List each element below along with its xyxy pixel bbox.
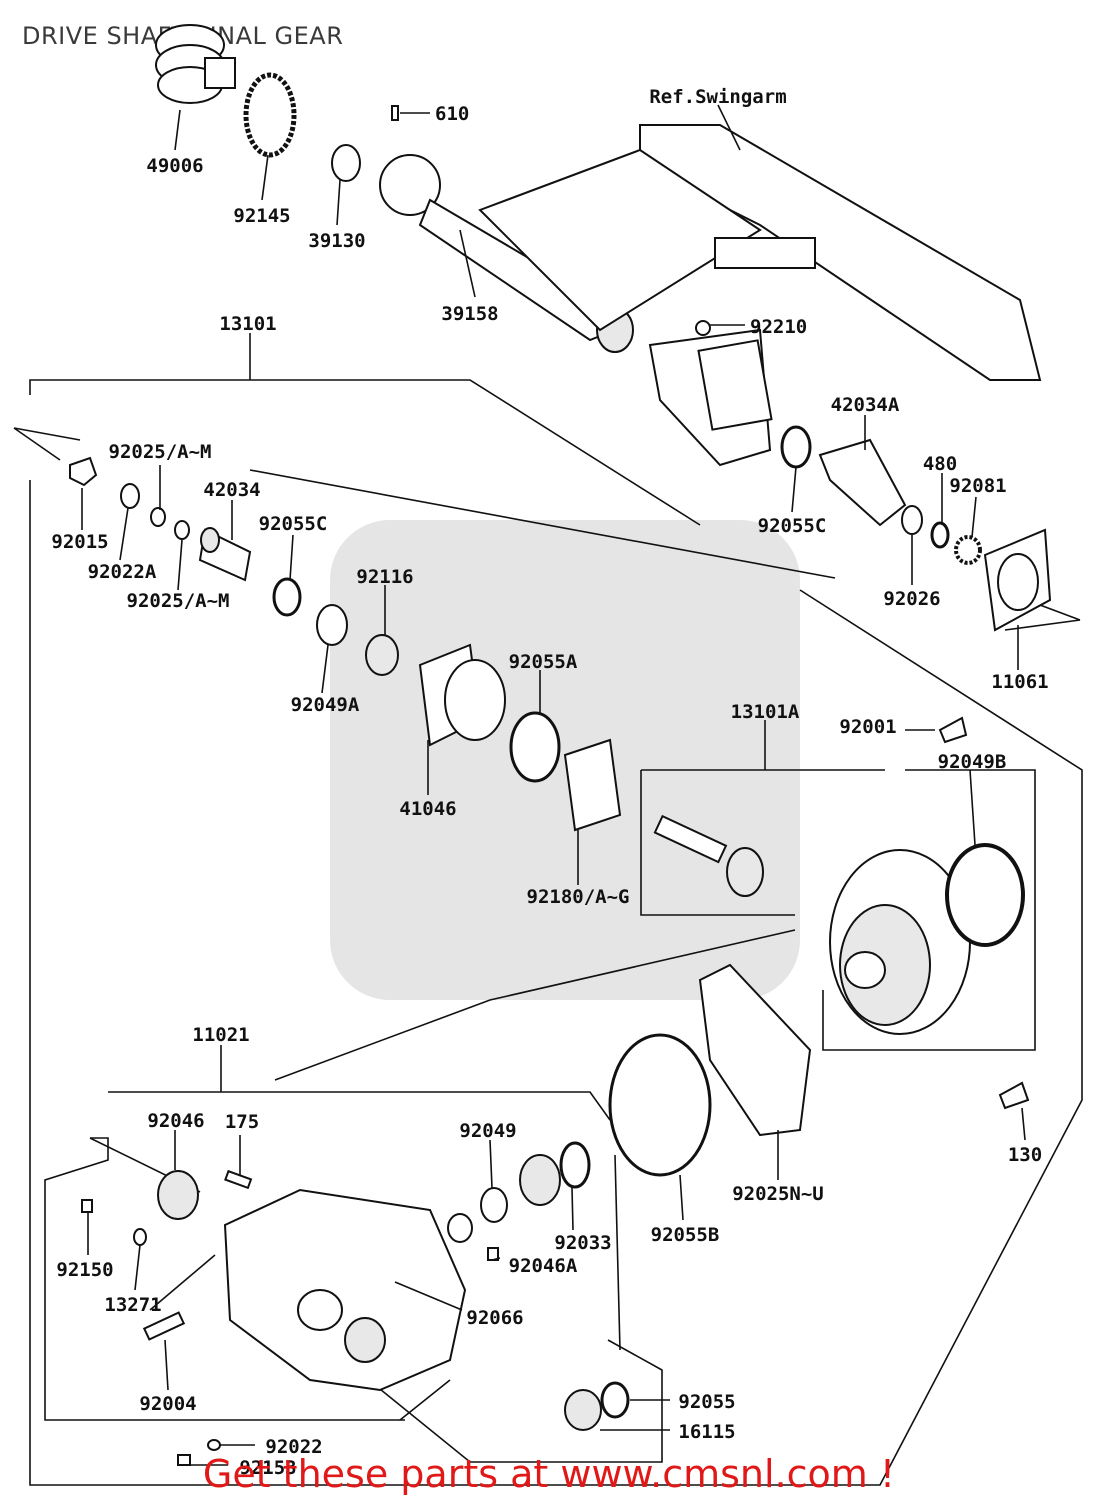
label-92153: 92153	[239, 1457, 296, 1479]
part-seal-92049	[480, 1187, 508, 1223]
part-oring-92055C-left	[272, 577, 302, 617]
label-92049: 92049	[459, 1120, 516, 1142]
label-130: 130	[1008, 1144, 1042, 1166]
part-ring-39130	[331, 144, 361, 182]
part-sleeve-42034A	[818, 438, 907, 527]
label-92055B: 92055B	[651, 1224, 720, 1246]
label-92025AM-bottom: 92025/A~M	[127, 590, 230, 612]
label-39130: 39130	[308, 230, 365, 252]
label-92001: 92001	[839, 716, 896, 738]
part-boot-49006	[155, 24, 236, 104]
label-92049A: 92049A	[291, 694, 360, 716]
label-11021: 11021	[192, 1024, 249, 1046]
part-ring-gear	[829, 849, 971, 1035]
part-spring-92081	[954, 535, 982, 565]
part-pinion-13101A	[653, 814, 764, 897]
ref-label: Ref.Swingarm	[649, 86, 786, 108]
part-bearing-92116	[365, 634, 399, 676]
part-bolt-92153	[177, 1454, 191, 1466]
part-bearing-92033	[519, 1154, 561, 1206]
label-92116: 92116	[356, 566, 413, 588]
part-shim-92025AM-top	[150, 507, 166, 527]
label-42034A: 42034A	[831, 394, 900, 416]
part-seal-92049B	[945, 843, 1025, 947]
part-bearing-92046	[157, 1170, 199, 1220]
label-92046A: 92046A	[509, 1255, 578, 1277]
label-92022A: 92022A	[88, 561, 157, 583]
part-gasket-92025NU	[698, 963, 812, 1137]
leader-lines	[81, 104, 1026, 1466]
label-42034: 42034	[203, 479, 260, 501]
label-92055A: 92055A	[509, 651, 578, 673]
label-92025AM-top: 92025/A~M	[109, 441, 212, 463]
label-610: 610	[435, 103, 469, 125]
part-seal-92049A	[316, 604, 348, 646]
label-480: 480	[923, 453, 957, 475]
label-92004: 92004	[139, 1393, 196, 1415]
part-oring-92055	[600, 1381, 630, 1419]
label-13101A: 13101A	[731, 701, 800, 723]
part-shim-92025AM-bottom	[174, 520, 190, 540]
part-stud-92004	[142, 1311, 186, 1341]
part-oring-92055C-right	[780, 425, 812, 469]
part-shim-plate-92180AG	[563, 738, 622, 832]
label-92055C-right: 92055C	[758, 515, 827, 537]
part-circlip-480	[930, 521, 950, 549]
label-92026: 92026	[883, 588, 940, 610]
label-175: 175	[225, 1111, 259, 1133]
part-oring-92055B	[608, 1033, 712, 1177]
part-washer-92026	[901, 505, 923, 535]
part-bolt-92150	[81, 1199, 93, 1213]
label-41046: 41046	[399, 798, 456, 820]
label-92081: 92081	[949, 475, 1006, 497]
part-labels: Ref.Swingarm 49006 92145 39130 610 39158…	[51, 86, 1048, 1479]
part-stud-175	[224, 1169, 253, 1190]
label-92180AG: 92180/A~G	[527, 886, 630, 908]
label-92025NU: 92025N~U	[732, 1183, 824, 1205]
part-collar-92046A	[447, 1213, 473, 1243]
label-13271: 13271	[104, 1294, 161, 1316]
label-92022: 92022	[265, 1436, 322, 1458]
label-92066: 92066	[466, 1307, 523, 1329]
part-bolt-130	[998, 1081, 1030, 1110]
label-92033: 92033	[554, 1232, 611, 1254]
part-bolt-92001	[938, 716, 968, 744]
label-92210: 92210	[750, 316, 807, 338]
label-13101: 13101	[219, 313, 276, 335]
label-92015: 92015	[51, 531, 108, 553]
label-11061: 11061	[991, 671, 1048, 693]
label-49006: 49006	[146, 155, 203, 177]
part-case-11021	[223, 1188, 467, 1392]
label-92055C-left: 92055C	[259, 513, 328, 535]
label-92150: 92150	[56, 1259, 113, 1281]
label-16115: 16115	[678, 1421, 735, 1443]
label-92049B: 92049B	[938, 751, 1007, 773]
part-nut-92015	[69, 456, 98, 487]
label-92145: 92145	[233, 205, 290, 227]
part-housing-41046	[418, 643, 506, 747]
label-92055: 92055	[678, 1391, 735, 1413]
part-cap-16115	[564, 1389, 602, 1431]
part-swingarm-reference	[478, 124, 1042, 467]
part-spring-92145	[243, 72, 297, 158]
part-driveshaft-39158	[379, 105, 634, 353]
part-circlip-92033	[559, 1141, 591, 1189]
part-washer-92022A	[120, 483, 140, 509]
part-coupling-42034	[198, 527, 252, 582]
label-39158: 39158	[441, 303, 498, 325]
footer-link-text[interactable]: Get these parts at www.cmsnl.com !	[202, 1452, 896, 1496]
part-washer-92022	[207, 1439, 221, 1451]
part-oring-92055A	[509, 711, 561, 783]
label-92046: 92046	[147, 1110, 204, 1132]
part-plate-13271	[133, 1228, 147, 1246]
